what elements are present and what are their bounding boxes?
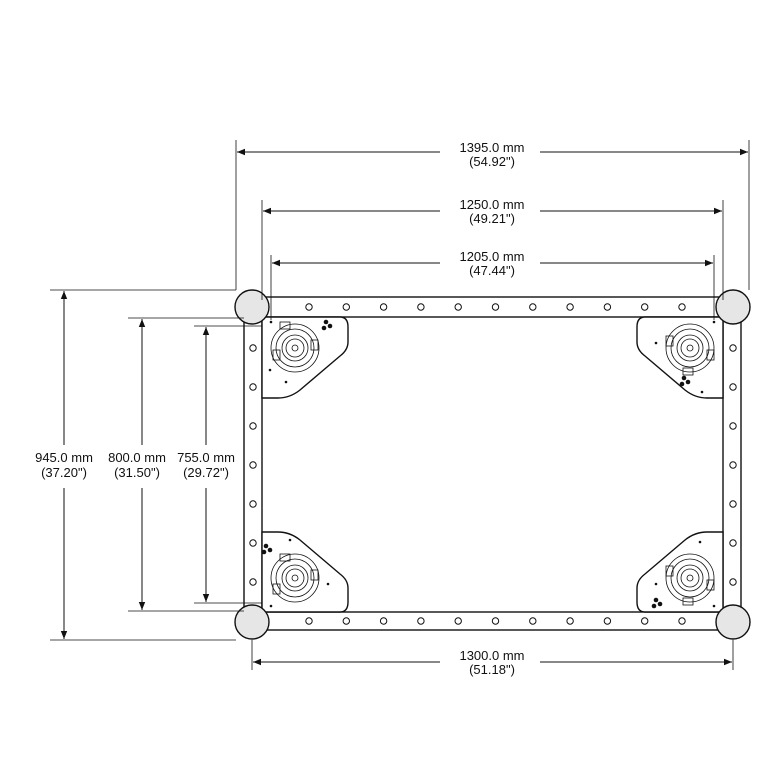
truss-hole (729, 461, 737, 469)
overall-width-inch: (54.92") (469, 154, 515, 169)
dim-caster-depth: 755.0 mm (29.72") (177, 327, 235, 602)
plate-dots (268, 320, 716, 608)
truss-hole (729, 383, 737, 391)
caster-depth-inch: (29.72") (183, 465, 229, 480)
truss-hole (491, 617, 500, 625)
truss-hole (491, 303, 500, 311)
truss-hole (729, 344, 737, 352)
dim-overall-depth: 945.0 mm (37.20") (35, 291, 93, 639)
caster-width-inch: (47.44") (469, 263, 515, 278)
truss-hole (454, 303, 462, 311)
caster-bottom-left (261, 543, 320, 603)
truss-hole (379, 303, 388, 311)
inner-depth-mm: 800.0 mm (108, 450, 166, 465)
truss-hole (249, 539, 257, 547)
truss-hole (305, 617, 313, 625)
caster-top-right (665, 323, 715, 387)
dim-caster-width: 1205.0 mm (47.44") (272, 249, 713, 278)
caster-bottom-right (651, 553, 715, 609)
truss-hole (641, 617, 649, 625)
inner-depth-inch: (31.50") (114, 465, 160, 480)
truss-hole (249, 383, 257, 391)
corner-plates (261, 316, 724, 613)
truss-hole (729, 539, 737, 547)
truss-hole (566, 617, 574, 625)
truss-hole (249, 422, 257, 430)
truss-hole (417, 303, 425, 311)
extension-lines (50, 140, 750, 670)
corner-balls (234, 289, 751, 640)
caster-depth-mm: 755.0 mm (177, 450, 235, 465)
inner-width-inch: (49.21") (469, 211, 515, 226)
dim-bottom-width: 1300.0 mm (51.18") (253, 648, 732, 677)
dim-inner-width: 1250.0 mm (49.21") (263, 197, 722, 226)
caster-top-left (270, 319, 333, 373)
truss-hole (249, 344, 257, 352)
inner-width-mm: 1250.0 mm (459, 197, 524, 212)
truss-hole (249, 578, 257, 586)
truss-hole (603, 617, 612, 625)
truss-hole (529, 617, 537, 625)
truss-hole (729, 578, 737, 586)
overall-width-mm: 1395.0 mm (459, 140, 524, 155)
truss-holes (249, 303, 737, 625)
truss-hole (342, 617, 350, 625)
truss-hole (417, 617, 425, 625)
dim-overall-width: 1395.0 mm (54.92") (237, 140, 748, 169)
truss-hole (603, 303, 612, 311)
caster-width-mm: 1205.0 mm (459, 249, 524, 264)
truss-hole (678, 617, 686, 625)
truss-hole (249, 461, 257, 469)
truss-hole (249, 500, 257, 508)
truss-hole (566, 303, 574, 311)
truss-hole (678, 303, 686, 311)
truss-hole (454, 617, 462, 625)
overall-depth-mm: 945.0 mm (35, 450, 93, 465)
truss-hole (729, 500, 737, 508)
dim-inner-depth: 800.0 mm (31.50") (108, 319, 166, 610)
truss-hole (729, 422, 737, 430)
truss-hole (379, 617, 388, 625)
truss-hole (641, 303, 649, 311)
truss-hole (529, 303, 537, 311)
bottom-width-mm: 1300.0 mm (459, 648, 524, 663)
overall-depth-inch: (37.20") (41, 465, 87, 480)
bottom-width-inch: (51.18") (469, 662, 515, 677)
truss-hole (305, 303, 313, 311)
truss-hole (342, 303, 350, 311)
